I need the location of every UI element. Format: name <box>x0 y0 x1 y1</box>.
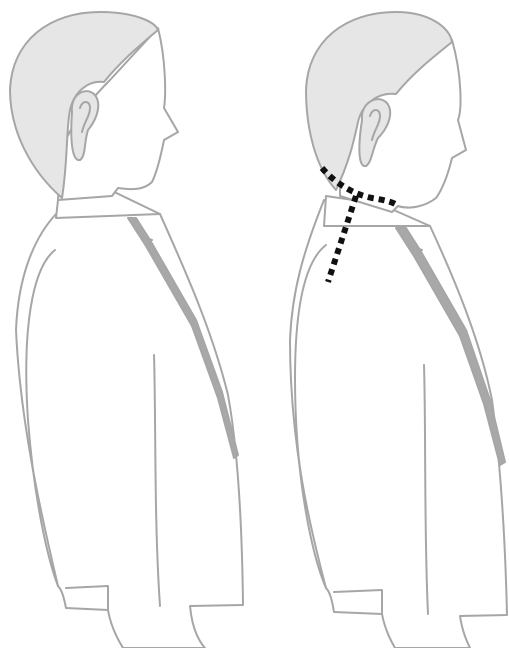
figure-normal-posture <box>10 12 243 648</box>
figure-forward-head-posture <box>290 12 507 648</box>
shirt-torso <box>16 214 243 648</box>
